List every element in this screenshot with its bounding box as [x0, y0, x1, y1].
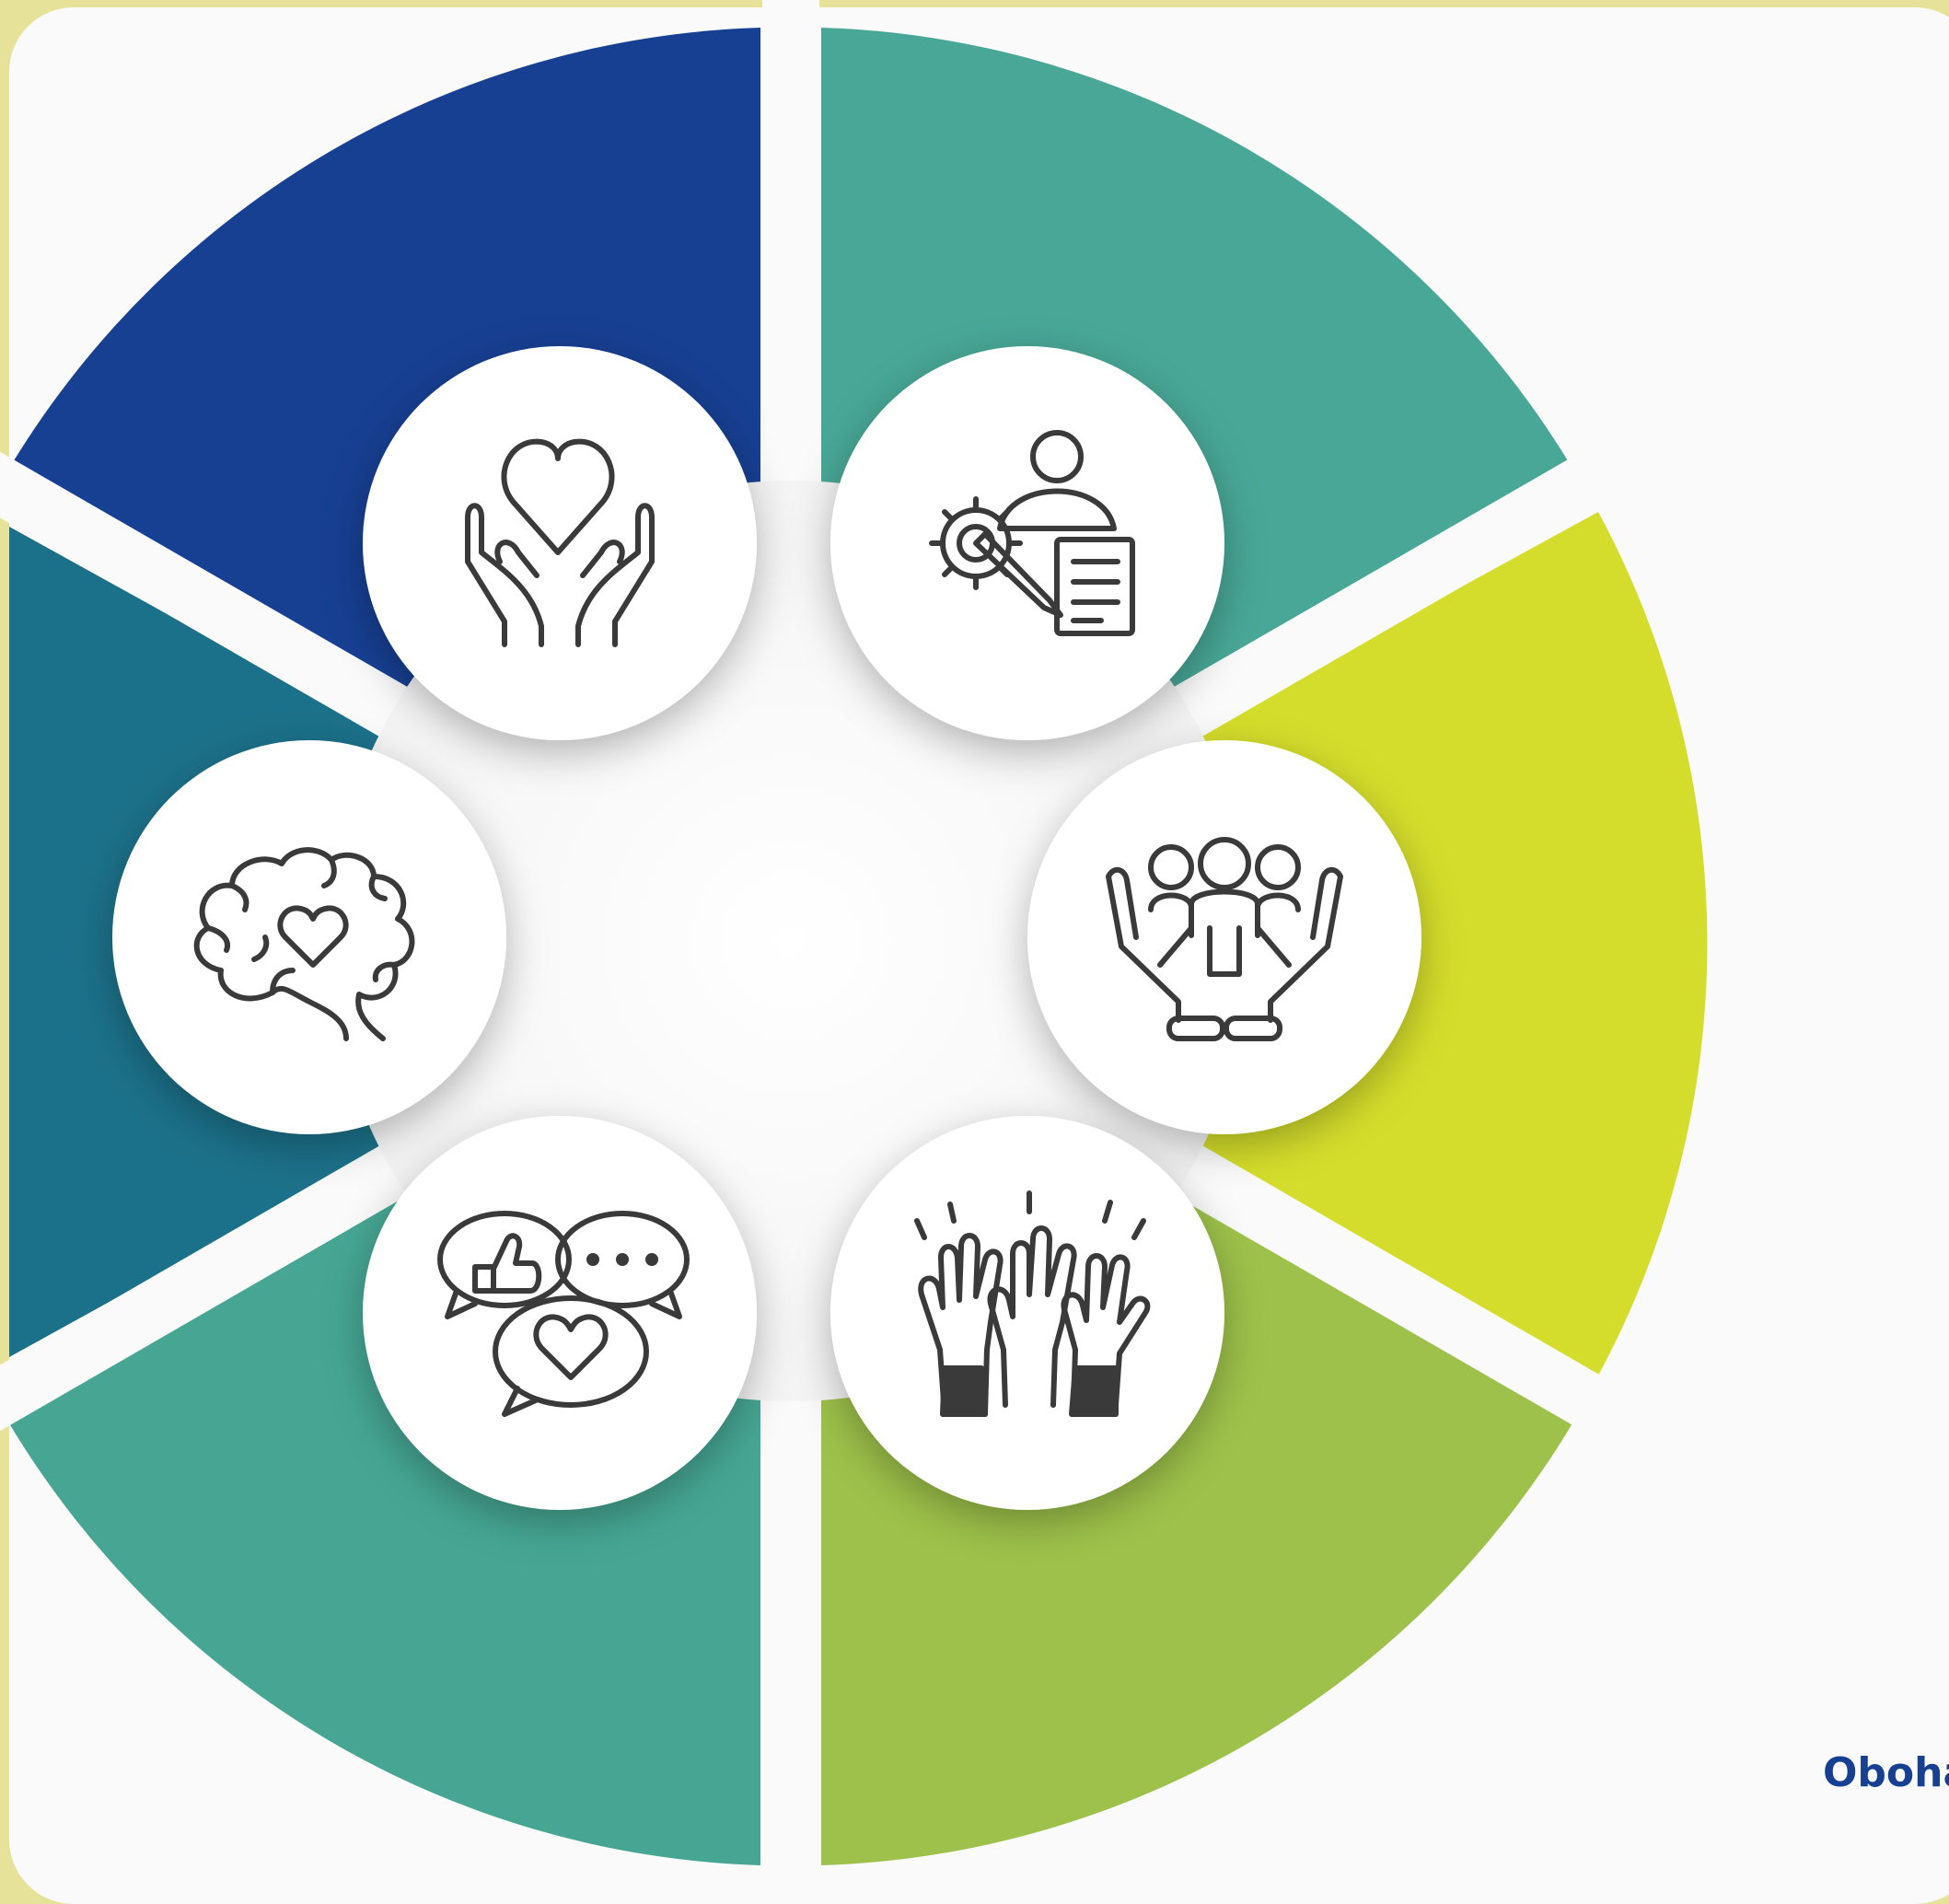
icon-circle-brain	[112, 740, 506, 1134]
chat-bubbles-like-heart-icon	[437, 1211, 690, 1417]
hands-holding-heart-icon	[465, 438, 655, 647]
icon-circle-chat	[363, 1116, 757, 1510]
icon-circle-person-gear	[830, 346, 1224, 740]
hands-supporting-group-icon	[1106, 837, 1343, 1041]
footer-brand-text: Oboha	[1823, 1749, 1949, 1796]
raised-hands-celebration-icon	[914, 1190, 1151, 1417]
icon-circle-community	[1027, 740, 1421, 1134]
icon-circle-hands-heart	[363, 346, 757, 740]
brain-heart-icon	[193, 847, 415, 1041]
icon-circle-raised-hands	[830, 1116, 1224, 1510]
person-gear-document-icon	[929, 430, 1135, 636]
